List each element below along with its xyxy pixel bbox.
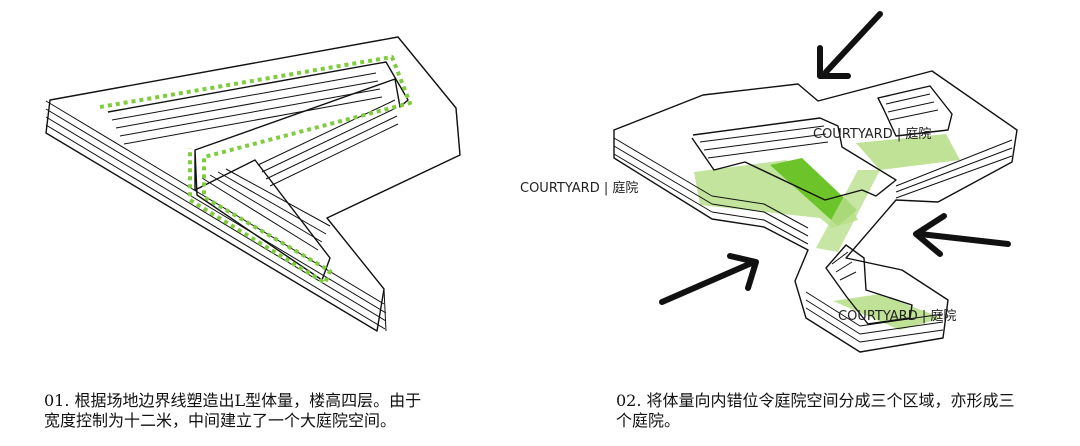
courtyard-label-center: COURTYARD | 庭院 [520,180,638,196]
three-courtyard-diagram: COURTYARD | 庭院 COURTYARD | 庭院 COURTYARD … [520,11,1018,353]
courtyard-plane-center [694,160,858,228]
courtyard-outline-center [691,117,897,201]
arrow-left-icon [659,253,759,305]
three-courtyard-floor-lines [613,93,1013,343]
arrows [659,11,1011,305]
diagram-1-caption-line-2: 宽度控制为十二米，中间建立了一个大庭院空间。 [44,411,397,430]
diagram-1-caption-line-1: 01. 根据场地边界线塑造出L型体量，楼高四层。由于 [44,391,422,410]
courtyard-outline-bottom [825,244,913,325]
diagram-1-caption: 01. 根据场地边界线塑造出L型体量，楼高四层。由于 宽度控制为十二米，中间建立… [44,391,504,431]
courtyard-plane-dark [770,158,857,226]
courtyard-label-top-right: COURTYARD | 庭院 [813,126,931,142]
l-shaped-volume-diagram [45,36,461,332]
courtyard-label-bottom: COURTYARD | 庭院 [838,308,956,324]
l-volume-roof-outline [45,36,461,332]
three-courtyard-roof-outline [613,70,1018,353]
l-volume-courtyard-outline [107,61,409,281]
l-volume-dotted-boundary [99,55,412,285]
arrow-top-icon [817,11,883,79]
courtyard-plane-bottom [833,294,942,330]
diagram-2-caption: 02. 将体量向内错位令庭院空间分成三个区域，亦形成三 个庭院。 [616,391,1076,431]
courtyard-outline-top-right [877,85,953,137]
courtyard-plane-top-right [856,134,960,170]
diagram-2-caption-line-1: 02. 将体量向内错位令庭院空间分成三个区域，亦形成三 [616,391,1015,410]
courtyard-planes [694,134,960,330]
arrow-right-icon [913,213,1011,257]
diagram-2-caption-line-2: 个庭院。 [616,411,681,430]
